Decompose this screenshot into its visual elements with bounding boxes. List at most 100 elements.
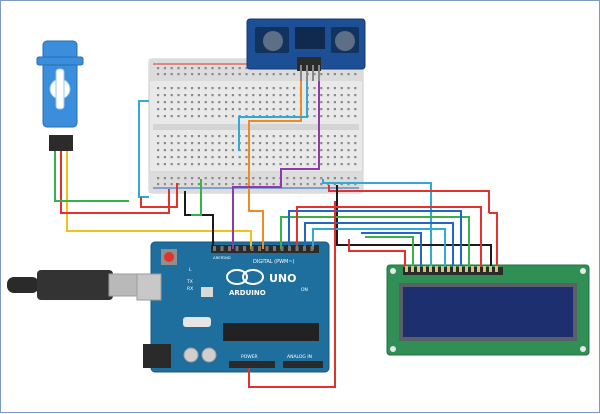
breadboard-hole	[204, 163, 207, 166]
wire-sensor-orange	[248, 81, 302, 249]
breadboard-hole	[157, 67, 160, 70]
breadboard-hole	[259, 163, 262, 166]
breadboard-hole	[327, 183, 330, 186]
breadboard-hole	[191, 94, 194, 97]
breadboard-hole	[177, 156, 180, 159]
breadboard-hole	[306, 142, 309, 145]
breadboard-hole	[286, 163, 289, 166]
breadboard-hole	[252, 163, 255, 166]
breadboard-hole	[197, 94, 200, 97]
breadboard-hole	[272, 101, 275, 104]
lcd-pin	[429, 266, 432, 272]
breadboard-hole	[238, 67, 241, 70]
breadboard-hole	[279, 73, 282, 76]
breadboard-hole	[177, 163, 180, 166]
breadboard-hole	[327, 135, 330, 138]
breadboard-hole	[259, 94, 262, 97]
breadboard-hole	[252, 156, 255, 159]
breadboard-hole	[211, 156, 214, 159]
breadboard-hole	[163, 163, 166, 166]
breadboard-hole	[354, 94, 357, 97]
arduino-pin	[228, 246, 231, 251]
lcd-pin	[465, 266, 468, 272]
breadboard-hole	[354, 149, 357, 152]
breadboard-hole	[245, 163, 248, 166]
breadboard-hole	[320, 135, 323, 138]
breadboard-hole	[170, 87, 173, 90]
breadboard-hole	[211, 135, 214, 138]
arduino-pin	[265, 246, 269, 251]
ultrasonic-sensor	[246, 18, 366, 81]
breadboard-hole	[313, 73, 316, 76]
breadboard-hole	[157, 101, 160, 104]
breadboard-hole	[333, 87, 336, 90]
breadboard-hole	[279, 87, 282, 90]
arduino-pin	[273, 246, 276, 251]
breadboard-hole	[265, 177, 268, 180]
breadboard	[148, 58, 364, 194]
breadboard-hole	[191, 135, 194, 138]
breadboard-hole	[265, 156, 268, 159]
breadboard-hole	[157, 163, 160, 166]
breadboard-hole	[245, 108, 248, 111]
breadboard-hole	[157, 156, 160, 159]
breadboard-hole	[299, 177, 302, 180]
breadboard-hole	[177, 101, 180, 104]
breadboard-hole	[184, 149, 187, 152]
breadboard-hole	[191, 156, 194, 159]
breadboard-hole	[211, 142, 214, 145]
breadboard-hole	[170, 73, 173, 76]
breadboard-hole	[245, 87, 248, 90]
breadboard-hole	[259, 177, 262, 180]
breadboard-hole	[170, 177, 173, 180]
breadboard-hole	[211, 87, 214, 90]
breadboard-hole	[272, 156, 275, 159]
wire-servo-vcc	[60, 151, 170, 214]
lcd-pin	[477, 266, 480, 272]
breadboard-hole	[286, 183, 289, 186]
breadboard-hole	[218, 183, 221, 186]
breadboard-hole	[238, 177, 241, 180]
breadboard-hole	[238, 156, 241, 159]
lcd-pin	[441, 266, 444, 272]
breadboard-hole	[286, 177, 289, 180]
breadboard-hole	[327, 177, 330, 180]
breadboard-hole	[218, 73, 221, 76]
breadboard-hole	[320, 87, 323, 90]
breadboard-hole	[211, 94, 214, 97]
breadboard-hole	[279, 101, 282, 104]
breadboard-hole	[177, 67, 180, 70]
breadboard-hole	[293, 87, 296, 90]
usb-cable	[7, 270, 150, 300]
breadboard-hole	[163, 67, 166, 70]
breadboard-hole	[245, 94, 248, 97]
breadboard-hole	[265, 135, 268, 138]
breadboard-hole	[191, 73, 194, 76]
breadboard-hole	[231, 67, 234, 70]
breadboard-hole	[177, 108, 180, 111]
breadboard-hole	[184, 156, 187, 159]
breadboard-hole	[252, 73, 255, 76]
breadboard-hole	[265, 149, 268, 152]
wire-lcd-red1	[296, 206, 482, 267]
breadboard-hole	[259, 142, 262, 145]
breadboard-hole	[197, 183, 200, 186]
breadboard-hole	[354, 108, 357, 111]
servo-motor	[36, 40, 84, 151]
breadboard-hole	[177, 142, 180, 145]
breadboard-hole	[299, 149, 302, 152]
breadboard-hole	[177, 177, 180, 180]
breadboard-hole	[347, 149, 350, 152]
breadboard-hole	[245, 156, 248, 159]
breadboard-hole	[320, 183, 323, 186]
breadboard-hole	[265, 142, 268, 145]
breadboard-hole	[327, 149, 330, 152]
breadboard-hole	[340, 87, 343, 90]
breadboard-hole	[340, 183, 343, 186]
breadboard-hole	[286, 87, 289, 90]
breadboard-hole	[313, 101, 316, 104]
breadboard-hole	[252, 142, 255, 145]
breadboard-hole	[197, 135, 200, 138]
breadboard-hole	[327, 142, 330, 145]
breadboard-hole	[279, 156, 282, 159]
